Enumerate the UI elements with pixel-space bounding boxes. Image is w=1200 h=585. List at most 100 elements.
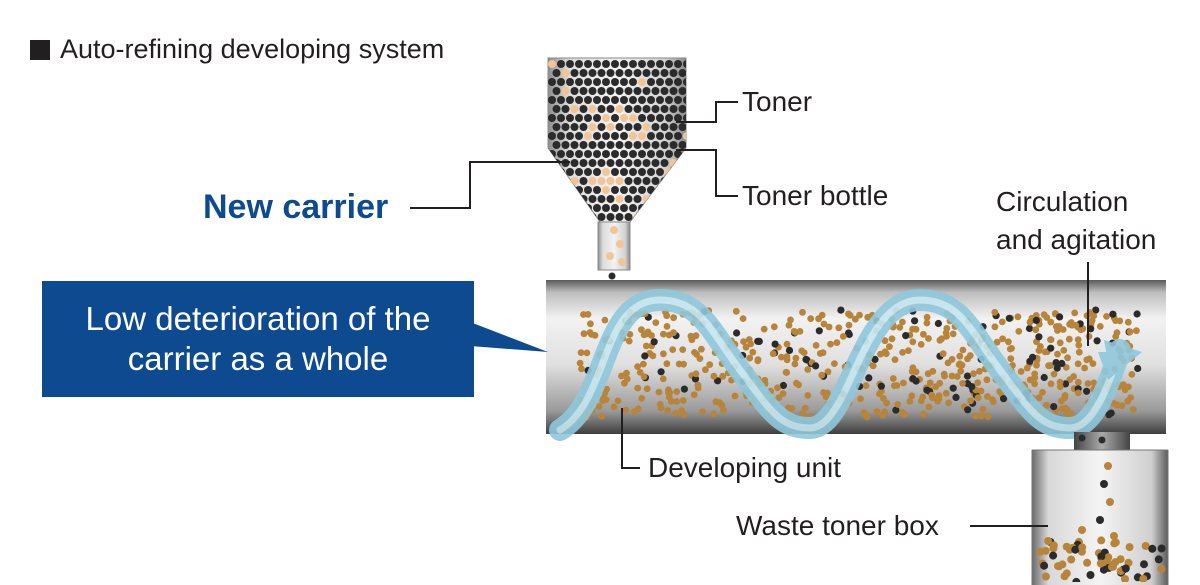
carrier-particle bbox=[634, 384, 642, 392]
toner-particle bbox=[588, 141, 597, 149]
toner-particle bbox=[624, 105, 633, 113]
carrier-particle bbox=[820, 320, 828, 328]
toner-particle bbox=[911, 317, 919, 325]
toner-particle bbox=[642, 87, 651, 95]
carrier-particle bbox=[787, 316, 794, 324]
toner-particle bbox=[588, 213, 597, 221]
toner-particle bbox=[660, 105, 669, 113]
waste-particle bbox=[1078, 543, 1087, 552]
toner-particle bbox=[638, 150, 646, 158]
toner-particle bbox=[656, 204, 664, 212]
toner-particle bbox=[674, 114, 682, 122]
carrier-particle bbox=[636, 369, 644, 376]
carrier-particle bbox=[663, 360, 671, 368]
carrier-particle bbox=[1047, 318, 1055, 326]
toner-particle bbox=[620, 132, 628, 140]
carrier-particle bbox=[1035, 394, 1043, 402]
toner-particle bbox=[615, 87, 624, 95]
carrier-particle bbox=[660, 330, 667, 338]
toner-particle bbox=[620, 186, 628, 194]
carrier-particle bbox=[732, 307, 740, 315]
toner-particle bbox=[570, 69, 579, 77]
toner-particle bbox=[669, 87, 678, 95]
carrier-particle bbox=[876, 390, 883, 398]
carrier-particle bbox=[862, 382, 870, 389]
toner-particle bbox=[561, 105, 570, 113]
carrier-particle bbox=[979, 405, 987, 413]
toner-particle bbox=[665, 96, 673, 104]
toner-particle bbox=[620, 78, 628, 86]
new-carrier-particle bbox=[651, 195, 660, 203]
new-carrier-particle bbox=[588, 105, 597, 113]
toner-particle bbox=[660, 141, 669, 149]
toner-particle bbox=[633, 141, 642, 149]
toner-particle bbox=[566, 60, 574, 68]
toner-particle bbox=[1109, 310, 1117, 318]
toner-particle bbox=[602, 132, 610, 140]
toner-particle bbox=[557, 96, 565, 104]
toner-particle bbox=[642, 159, 651, 167]
carrier-particle bbox=[860, 409, 868, 416]
toner-particle bbox=[651, 69, 660, 77]
label-developing-unit: Developing unit bbox=[648, 452, 842, 483]
new-carrier-particle bbox=[570, 105, 579, 113]
waste-particle bbox=[1106, 498, 1114, 506]
toner-particle bbox=[593, 60, 601, 68]
carrier-particle bbox=[846, 312, 854, 319]
carrier-particle bbox=[941, 372, 948, 380]
toner-particle bbox=[657, 368, 665, 376]
toner-particle bbox=[629, 60, 637, 68]
toner-particle bbox=[570, 123, 579, 131]
toner-particle bbox=[674, 96, 682, 104]
carrier-particle bbox=[1032, 326, 1040, 334]
waste-particle bbox=[1044, 537, 1053, 545]
callout-box: Low deterioration of the carrier as a wh… bbox=[42, 281, 474, 397]
carrier-particle bbox=[1047, 380, 1055, 388]
carrier-particle bbox=[1129, 406, 1137, 413]
waste-particle bbox=[1140, 560, 1148, 569]
waste-particle bbox=[1049, 541, 1058, 550]
carrier-particle bbox=[712, 398, 720, 406]
new-carrier-particle bbox=[616, 240, 624, 248]
carrier-particle bbox=[638, 326, 645, 334]
carrier-particle bbox=[634, 363, 641, 370]
toner-particle bbox=[548, 96, 556, 104]
carrier-particle bbox=[740, 338, 747, 345]
carrier-particle bbox=[935, 392, 943, 399]
toner-particle bbox=[557, 78, 565, 86]
carrier-particle bbox=[1061, 404, 1069, 412]
carrier-particle bbox=[1074, 360, 1082, 368]
toner-particle bbox=[651, 141, 660, 149]
toner-particle bbox=[642, 69, 651, 77]
toner-particle bbox=[575, 150, 583, 158]
carrier-particle bbox=[1113, 401, 1120, 408]
toner-particle bbox=[552, 195, 561, 203]
toner-particle bbox=[633, 105, 642, 113]
carrier-particle bbox=[891, 356, 899, 363]
carrier-particle bbox=[905, 347, 912, 354]
new-carrier-particle bbox=[570, 177, 579, 185]
waste-particle bbox=[1049, 551, 1058, 560]
toner-particle bbox=[611, 78, 619, 86]
toner-particle bbox=[638, 60, 646, 68]
toner-particle bbox=[620, 168, 628, 176]
carrier-particle bbox=[925, 335, 932, 342]
toner-particle bbox=[611, 60, 619, 68]
waste-toner-box bbox=[1031, 449, 1169, 585]
carrier-particle bbox=[610, 403, 618, 411]
carrier-particle bbox=[924, 370, 932, 378]
carrier-particle bbox=[800, 349, 808, 356]
carrier-particle bbox=[1072, 322, 1080, 329]
new-carrier-particle bbox=[561, 195, 570, 203]
toner-particle bbox=[665, 132, 673, 140]
toner-particle bbox=[683, 168, 686, 176]
toner-particle bbox=[651, 159, 660, 167]
toner-particle bbox=[1052, 359, 1060, 367]
toner-particle bbox=[629, 168, 637, 176]
carrier-particle bbox=[630, 408, 638, 415]
carrier-particle bbox=[883, 399, 891, 407]
carrier-particle bbox=[877, 350, 884, 358]
carrier-particle bbox=[783, 356, 791, 364]
new-carrier-particle bbox=[642, 195, 651, 203]
carrier-particle bbox=[1017, 368, 1025, 375]
